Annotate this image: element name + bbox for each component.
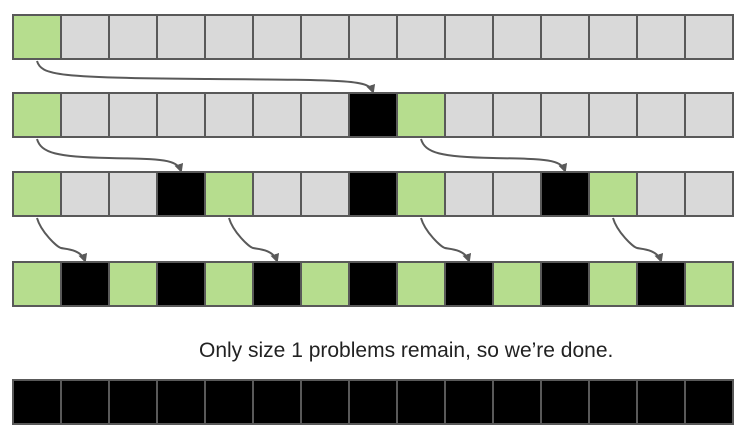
cell-pivot [396,92,446,138]
cell-empty [300,171,350,217]
cell-pivot [684,261,734,307]
array-row-3 [12,171,734,217]
cell-done [636,261,686,307]
cell-done [12,379,62,425]
cell-empty [636,92,686,138]
cell-done [60,261,110,307]
cell-pivot [12,171,62,217]
cell-done [444,261,494,307]
recursion-arrow [36,138,184,173]
cell-pivot [396,171,446,217]
cell-done [252,261,302,307]
cell-empty [540,92,590,138]
recursion-arrow [228,217,280,263]
cell-empty [204,92,254,138]
cell-done [156,261,206,307]
cell-done [396,379,446,425]
cell-empty [540,14,590,60]
cell-done [492,379,542,425]
cell-empty [684,171,734,217]
cell-empty [588,14,638,60]
array-rows [12,14,734,425]
cell-done [540,171,590,217]
cell-pivot [12,92,62,138]
cell-done [108,379,158,425]
array-row-5 [12,379,734,425]
cell-pivot [12,14,62,60]
cell-done [588,379,638,425]
recursion-arrow [612,217,664,263]
cell-empty [252,14,302,60]
cell-done [156,171,206,217]
cell-done [300,379,350,425]
cell-pivot [492,261,542,307]
cell-empty [588,92,638,138]
cell-pivot [12,261,62,307]
cell-done [348,171,398,217]
cell-pivot [396,261,446,307]
recursion-arrow [36,60,376,94]
caption-text: Only size 1 problems remain, so we’re do… [199,339,614,362]
cell-empty [684,14,734,60]
array-row-1 [12,14,734,60]
cell-empty [396,14,446,60]
cell-empty [492,14,542,60]
recursion-arrow [36,217,88,263]
cell-empty [108,14,158,60]
cell-pivot [588,261,638,307]
cell-empty [444,92,494,138]
cell-done [636,379,686,425]
cell-pivot [108,261,158,307]
cell-empty [108,92,158,138]
cell-pivot [300,261,350,307]
cell-empty [444,171,494,217]
recursion-arrow [420,217,472,263]
cell-done [348,379,398,425]
cell-empty [60,171,110,217]
cell-empty [684,92,734,138]
cell-empty [156,92,206,138]
cell-empty [252,171,302,217]
cell-empty [492,92,542,138]
recursion-arrow [420,138,568,173]
cell-empty [492,171,542,217]
cell-done [204,379,254,425]
recursion-arrows [36,60,664,263]
cell-done [252,379,302,425]
cell-empty [204,14,254,60]
cell-pivot [588,171,638,217]
cell-empty [444,14,494,60]
cell-pivot [204,261,254,307]
cell-empty [60,92,110,138]
cell-empty [60,14,110,60]
cell-done [684,379,734,425]
cell-done [60,379,110,425]
cell-empty [156,14,206,60]
cell-empty [300,92,350,138]
cell-done [156,379,206,425]
cell-empty [108,171,158,217]
cell-done [444,379,494,425]
cell-pivot [204,171,254,217]
cell-empty [300,14,350,60]
array-row-4 [12,261,734,307]
cell-empty [252,92,302,138]
cell-empty [348,14,398,60]
array-row-2 [12,92,734,138]
cell-empty [636,171,686,217]
cell-empty [636,14,686,60]
cell-done [348,92,398,138]
cell-done [540,261,590,307]
cell-done [348,261,398,307]
cell-done [540,379,590,425]
